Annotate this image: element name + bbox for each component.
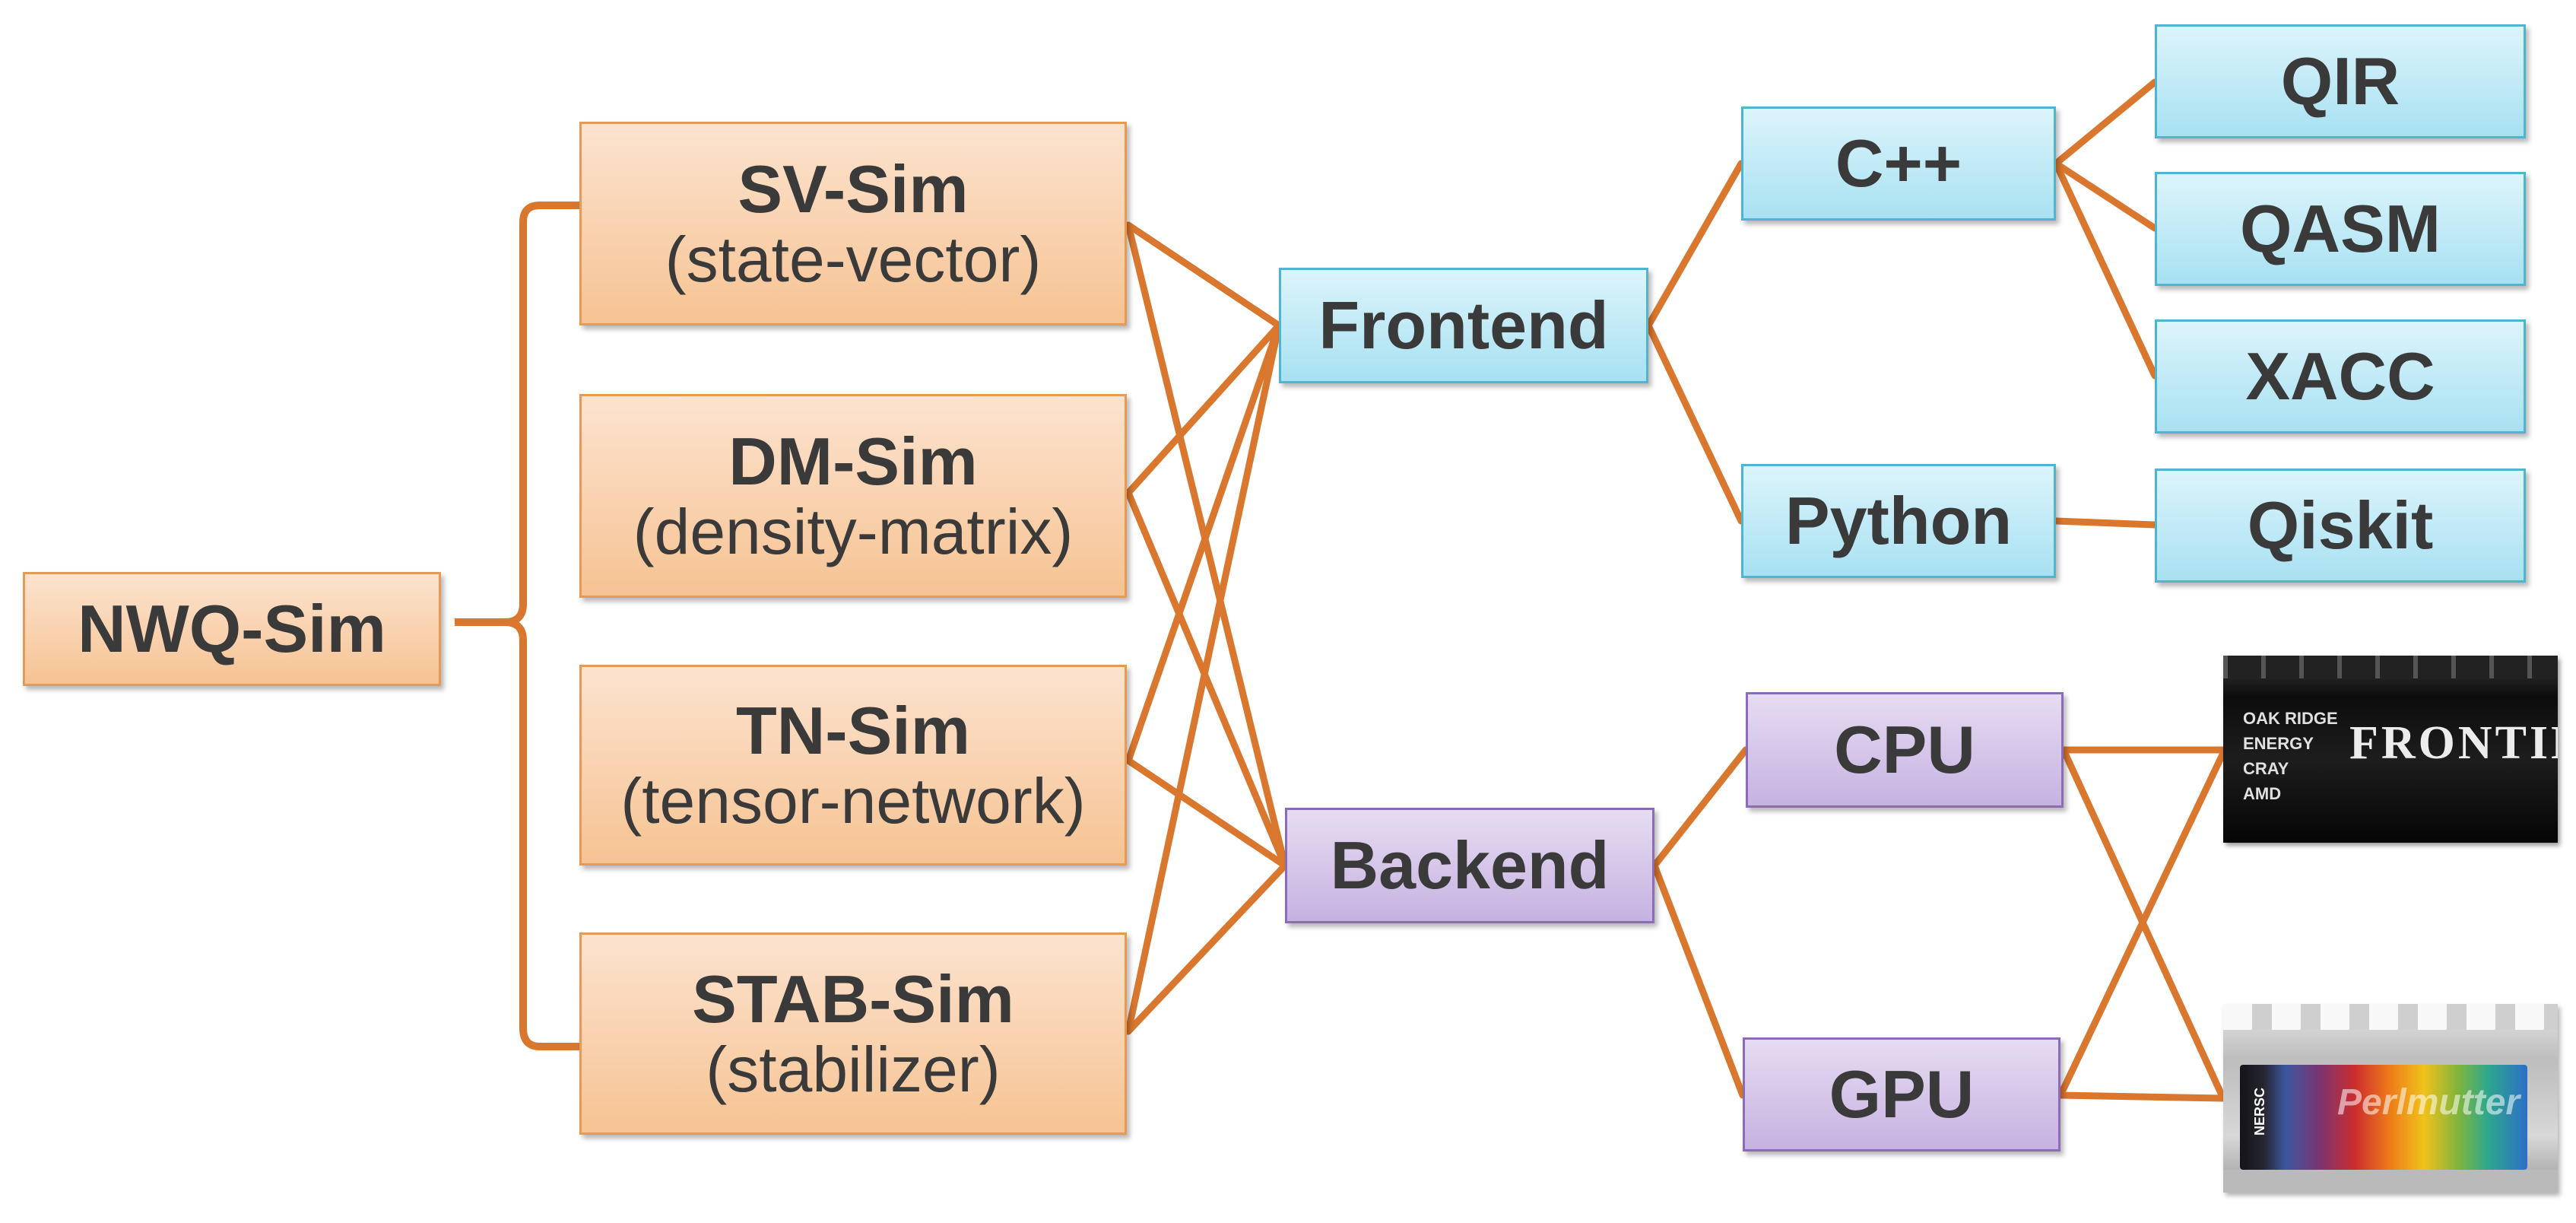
- xacc-label: XACC: [2245, 338, 2435, 415]
- tn-sim-name: TN-Sim: [736, 693, 970, 769]
- dm-sim-name: DM-Sim: [728, 424, 978, 500]
- arrow-sv-backend: [1125, 221, 1289, 869]
- nwq-sim-node: NWQ-Sim: [23, 572, 441, 686]
- arrow-tn-backend: [1125, 757, 1289, 869]
- arrow-dm-frontend: [1125, 322, 1283, 497]
- perlmutter-racks: [2240, 1065, 2527, 1170]
- qir-label: QIR: [2280, 43, 2400, 119]
- frontier-rack-top: [2223, 656, 2558, 678]
- arrow-gpu-perlmutter: [2057, 1091, 2227, 1102]
- python-node: Python: [1741, 464, 2056, 578]
- frontier-logo-4: AMD: [2243, 784, 2282, 803]
- tn-sim-desc: (tensor-network): [620, 765, 1086, 837]
- arrow-cpp-qasm: [2052, 160, 2159, 232]
- arrow-frontend-cpp: [1645, 160, 1745, 329]
- sv-sim-node: SV-Sim (state-vector): [579, 122, 1127, 326]
- perlmutter-floor: [2223, 1170, 2558, 1193]
- frontier-title: FRONTIER: [2349, 717, 2558, 769]
- gpu-node: GPU: [1743, 1037, 2060, 1152]
- arrow-cpp-xacc: [2052, 160, 2159, 380]
- qir-node: QIR: [2155, 24, 2526, 138]
- frontend-label: Frontend: [1318, 287, 1609, 364]
- backend-node: Backend: [1285, 808, 1654, 923]
- nwq-sim-label: NWQ-Sim: [78, 591, 386, 667]
- cpp-node: C++: [1741, 106, 2056, 221]
- frontier-sponsor-logos: OAK RIDGE ENERGY CRAY AMD: [2243, 706, 2338, 806]
- stab-sim-node: STAB-Sim (stabilizer): [579, 932, 1127, 1135]
- qiskit-node: Qiskit: [2155, 469, 2526, 583]
- arrow-gpu-frontier: [2057, 749, 2227, 1099]
- cpp-label: C++: [1835, 125, 1962, 202]
- dm-sim-node: DM-Sim (density-matrix): [579, 394, 1127, 598]
- qasm-node: QASM: [2155, 172, 2526, 286]
- arrow-stab-backend: [1125, 862, 1289, 1035]
- stab-sim-name: STAB-Sim: [692, 961, 1014, 1037]
- arrow-cpp-qir: [2052, 78, 2159, 167]
- tn-sim-node: TN-Sim (tensor-network): [579, 665, 1127, 866]
- frontier-logo-1: OAK RIDGE: [2243, 709, 2338, 728]
- arrow-backend-gpu: [1651, 862, 1746, 1099]
- cpu-node: CPU: [1746, 692, 2064, 808]
- frontend-node: Frontend: [1279, 268, 1648, 383]
- perlmutter-title: Perlmutter: [2337, 1082, 2520, 1123]
- gpu-label: GPU: [1829, 1056, 1975, 1132]
- grouping-brace: [455, 202, 579, 1050]
- xacc-node: XACC: [2155, 319, 2526, 434]
- perlmutter-supercomputer-image: NERSC Perlmutter: [2223, 1004, 2558, 1193]
- frontier-logo-2: ENERGY: [2243, 734, 2314, 753]
- stab-sim-desc: (stabilizer): [706, 1034, 1001, 1106]
- arrow-python-qiskit: [2052, 517, 2159, 529]
- dm-sim-desc: (density-matrix): [633, 496, 1074, 568]
- frontier-supercomputer-image: OAK RIDGE ENERGY CRAY AMD FRONTIER: [2223, 656, 2558, 843]
- cpu-label: CPU: [1834, 712, 1975, 788]
- arrow-stab-frontend: [1125, 322, 1283, 1035]
- perlmutter-nersc-badge: NERSC: [2252, 1088, 2267, 1136]
- backend-label: Backend: [1330, 828, 1610, 904]
- sv-sim-name: SV-Sim: [738, 151, 969, 227]
- python-label: Python: [1784, 483, 2013, 559]
- qiskit-label: Qiskit: [2247, 488, 2434, 564]
- sv-sim-desc: (state-vector): [665, 224, 1042, 296]
- arrow-tn-frontend: [1125, 322, 1283, 764]
- perlmutter-ceiling: [2223, 1004, 2558, 1030]
- arrow-backend-cpu: [1651, 746, 1750, 869]
- arrow-sv-frontend: [1125, 221, 1283, 329]
- qasm-label: QASM: [2240, 191, 2441, 267]
- frontier-logo-3: CRAY: [2243, 759, 2289, 778]
- arrow-frontend-python: [1645, 322, 1745, 525]
